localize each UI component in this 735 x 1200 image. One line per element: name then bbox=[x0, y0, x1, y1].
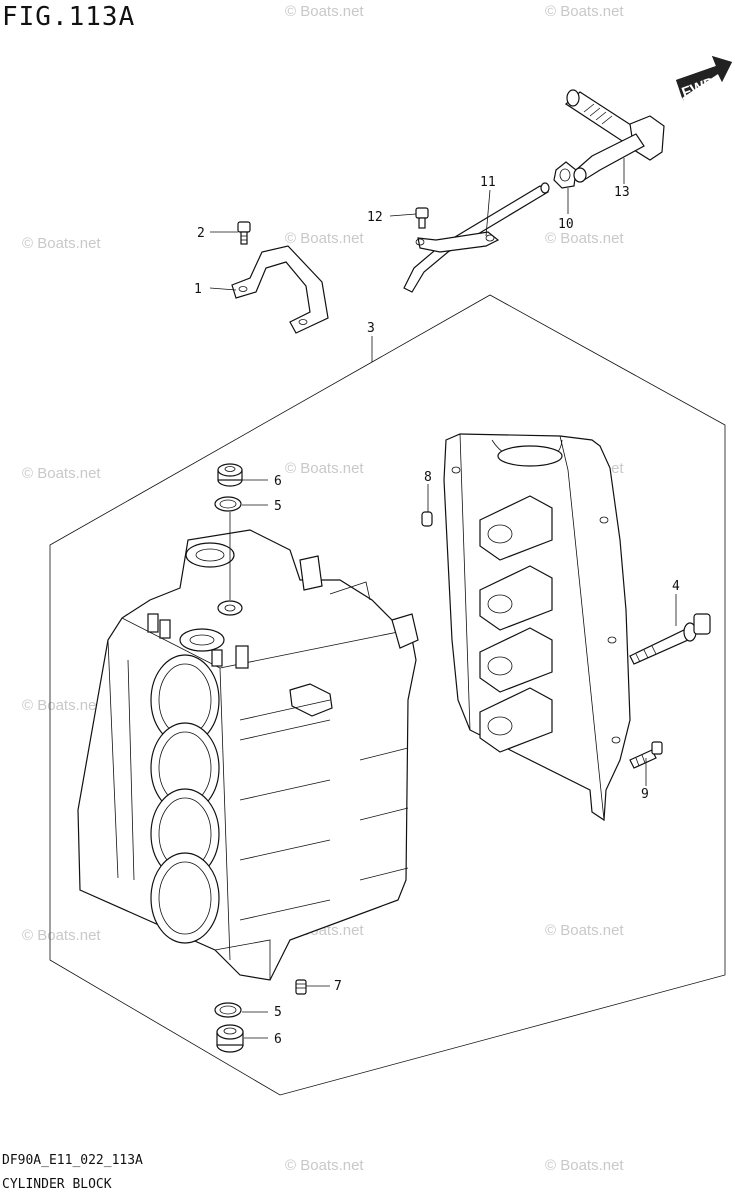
tube-part bbox=[565, 89, 665, 183]
small-pin-part bbox=[295, 979, 307, 995]
callout-5-top: 5 bbox=[274, 499, 282, 514]
callouts: 1 2 3 4 5 5 6 6 7 8 9 10 11 12 13 bbox=[194, 175, 680, 1047]
leader-lines bbox=[209, 158, 677, 1039]
watermark: © Boats.net bbox=[545, 1157, 624, 1174]
watermark: © Boats.net bbox=[22, 927, 101, 944]
figure-title: FIG.113A bbox=[2, 2, 136, 32]
forward-arrow-icon: FWD bbox=[676, 56, 732, 102]
bolt-part bbox=[237, 221, 251, 245]
callout-7: 7 bbox=[334, 979, 342, 994]
clamp-part bbox=[553, 161, 577, 189]
watermark: © Boats.net bbox=[545, 3, 624, 20]
callout-12: 12 bbox=[367, 210, 383, 225]
washer-bottom-part bbox=[214, 1002, 242, 1018]
callout-6-top: 6 bbox=[274, 474, 282, 489]
callout-3: 3 bbox=[367, 321, 375, 336]
watermark: © Boats.net bbox=[22, 235, 101, 252]
callout-2: 2 bbox=[197, 226, 205, 241]
callout-8: 8 bbox=[424, 470, 432, 485]
watermark: © Boats.net bbox=[285, 230, 364, 247]
callout-4: 4 bbox=[672, 579, 680, 594]
watermark: © Boats.net bbox=[285, 460, 364, 477]
callout-10: 10 bbox=[558, 217, 574, 232]
callout-1: 1 bbox=[194, 282, 202, 297]
crankcase-part bbox=[443, 433, 631, 822]
plug-bottom-part bbox=[216, 1024, 244, 1053]
cylinder-block-part bbox=[77, 529, 419, 981]
figure-code: DF90A_E11_022_113A bbox=[2, 1153, 143, 1168]
callout-9: 9 bbox=[641, 787, 649, 802]
watermark: © Boats.net bbox=[22, 465, 101, 482]
watermark: © Boats.net bbox=[285, 1157, 364, 1174]
dowel-pin-part bbox=[421, 511, 433, 527]
callout-6-bottom: 6 bbox=[274, 1032, 282, 1047]
callout-11: 11 bbox=[480, 175, 496, 190]
washer-top-part bbox=[214, 496, 242, 512]
watermark: © Boats.net bbox=[545, 922, 624, 939]
long-bolt-part bbox=[629, 613, 711, 665]
watermark: © Boats.net bbox=[545, 230, 624, 247]
side-bolt-part bbox=[629, 741, 663, 769]
bracket-part bbox=[231, 245, 329, 334]
small-bolt-part bbox=[415, 207, 429, 229]
callout-5-bottom: 5 bbox=[274, 1005, 282, 1020]
pipe-part bbox=[403, 182, 550, 293]
plug-top-part bbox=[217, 463, 243, 487]
watermark: © Boats.net bbox=[285, 3, 364, 20]
watermark: © Boats.net bbox=[22, 697, 101, 714]
callout-13: 13 bbox=[614, 185, 630, 200]
figure-name: CYLINDER BLOCK bbox=[2, 1177, 112, 1192]
assembly-outline bbox=[49, 294, 726, 1096]
